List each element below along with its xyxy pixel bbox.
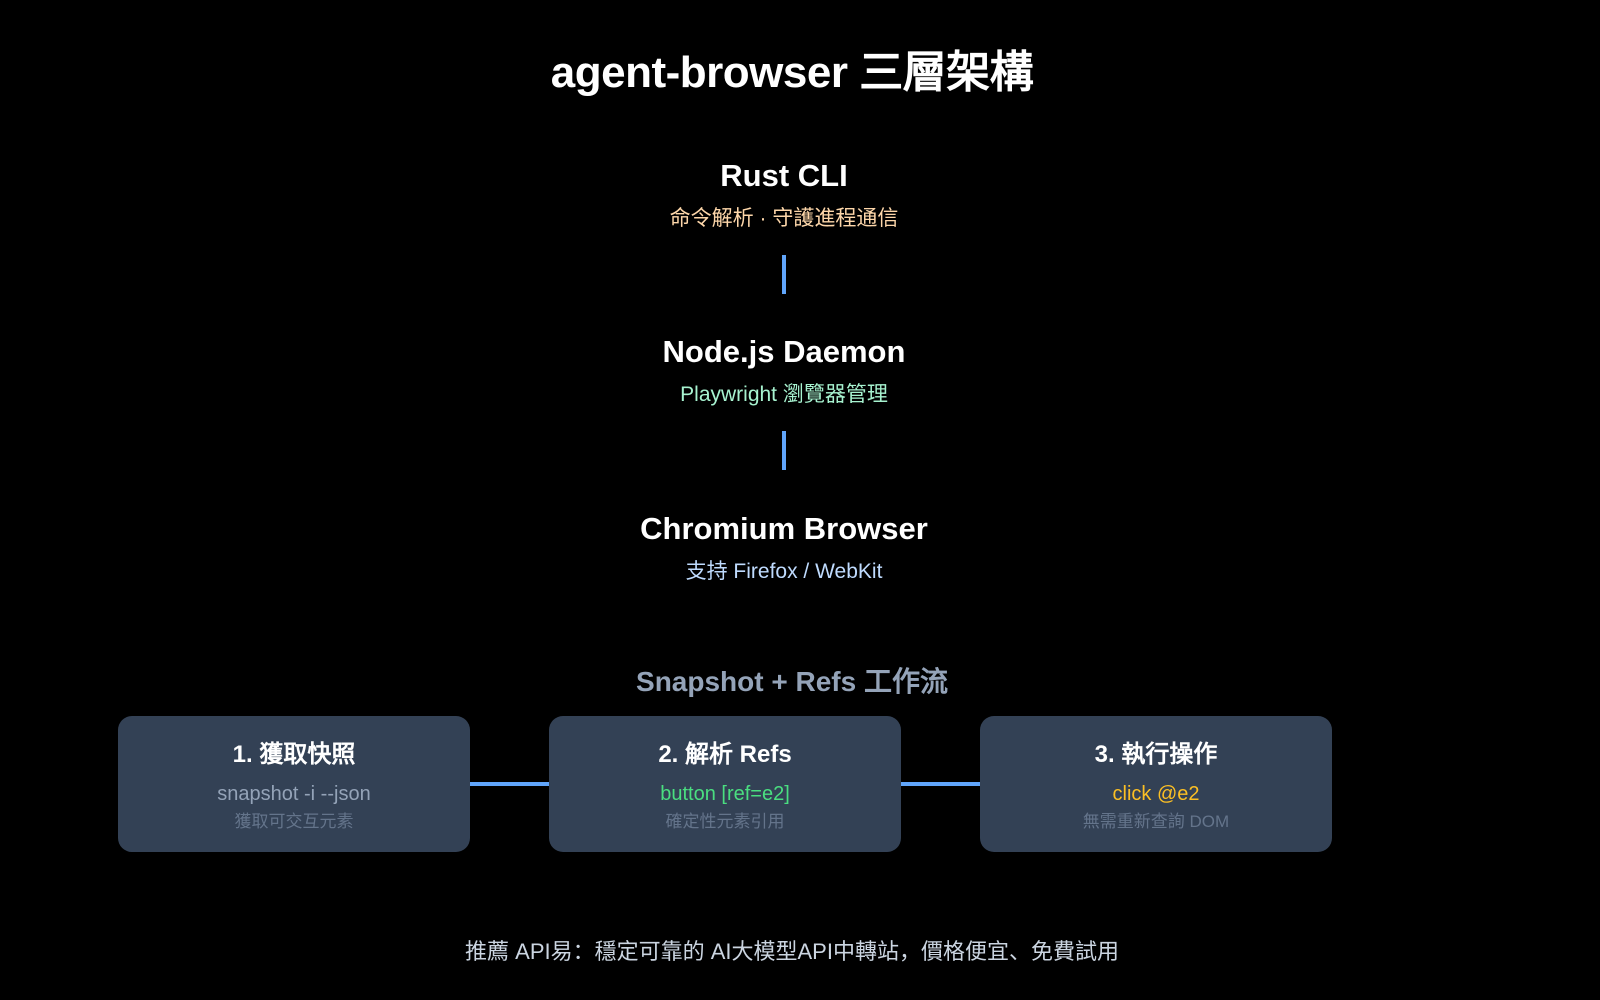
layer-name: Node.js Daemon (662, 334, 906, 369)
footer-promo: 推薦 API易：穩定可靠的 AI大模型API中轉站，價格便宜、免費試用 (465, 939, 1119, 964)
workflow-step-snapshot: 1. 獲取快照 snapshot -i --json 獲取可交互元素 (118, 716, 470, 852)
step-code: click @e2 (1112, 783, 1200, 805)
step-title: 2. 解析 Refs (658, 741, 792, 768)
layer-desc: Playwright 瀏覽器管理 (680, 383, 888, 406)
layer-name: Chromium Browser (640, 511, 928, 546)
page-title: agent-browser 三層架構 (550, 48, 1034, 97)
vertical-connector (782, 255, 786, 294)
layer-rust-cli: Rust CLI 命令解析 · 守護進程通信 (584, 156, 984, 234)
step-note: 無需重新查詢 DOM (1082, 812, 1230, 831)
layer-desc: 支持 Firefox / WebKit (685, 560, 883, 583)
layer-desc: 命令解析 · 守護進程通信 (669, 207, 899, 230)
layer-name: Rust CLI (720, 158, 848, 193)
step-code: button [ref=e2] (660, 783, 790, 805)
step-title: 1. 獲取快照 (232, 741, 356, 768)
workflow-title: Snapshot + Refs 工作流 (636, 666, 948, 697)
layer-nodejs-daemon: Node.js Daemon Playwright 瀏覽器管理 (584, 332, 984, 410)
horizontal-connector (470, 782, 549, 786)
horizontal-connector (901, 782, 980, 786)
step-note: 確定性元素引用 (665, 812, 785, 831)
workflow-step-parse-refs: 2. 解析 Refs button [ref=e2] 確定性元素引用 (549, 716, 901, 852)
layer-chromium-browser: Chromium Browser 支持 Firefox / WebKit (584, 509, 984, 587)
step-code: snapshot -i --json (217, 783, 371, 805)
vertical-connector (782, 431, 786, 470)
workflow-step-execute: 3. 執行操作 click @e2 無需重新查詢 DOM (980, 716, 1332, 852)
step-title: 3. 執行操作 (1094, 741, 1218, 768)
step-note: 獲取可交互元素 (234, 812, 354, 831)
